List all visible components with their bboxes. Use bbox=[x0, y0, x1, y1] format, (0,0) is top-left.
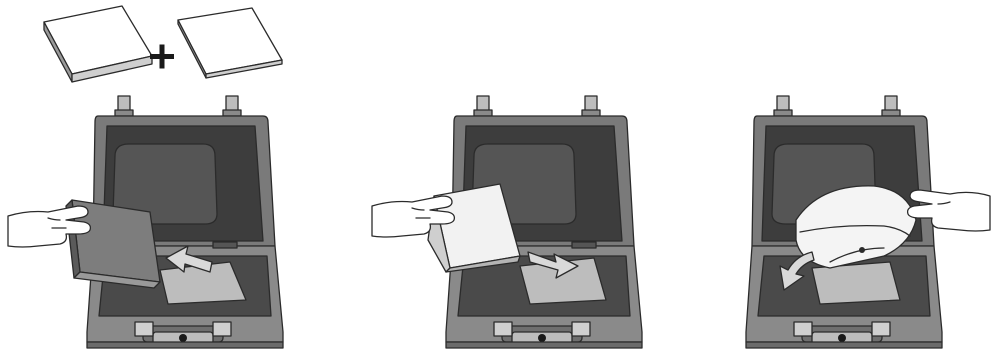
plus-icon bbox=[150, 45, 174, 69]
panel-step-2 bbox=[372, 96, 642, 348]
panel-step-3 bbox=[746, 96, 990, 348]
foam-pad-thin-icon bbox=[178, 8, 282, 78]
panel-step-1 bbox=[8, 96, 283, 348]
case-foam-floor bbox=[812, 262, 900, 304]
foam-pad-thick-icon bbox=[44, 6, 152, 82]
